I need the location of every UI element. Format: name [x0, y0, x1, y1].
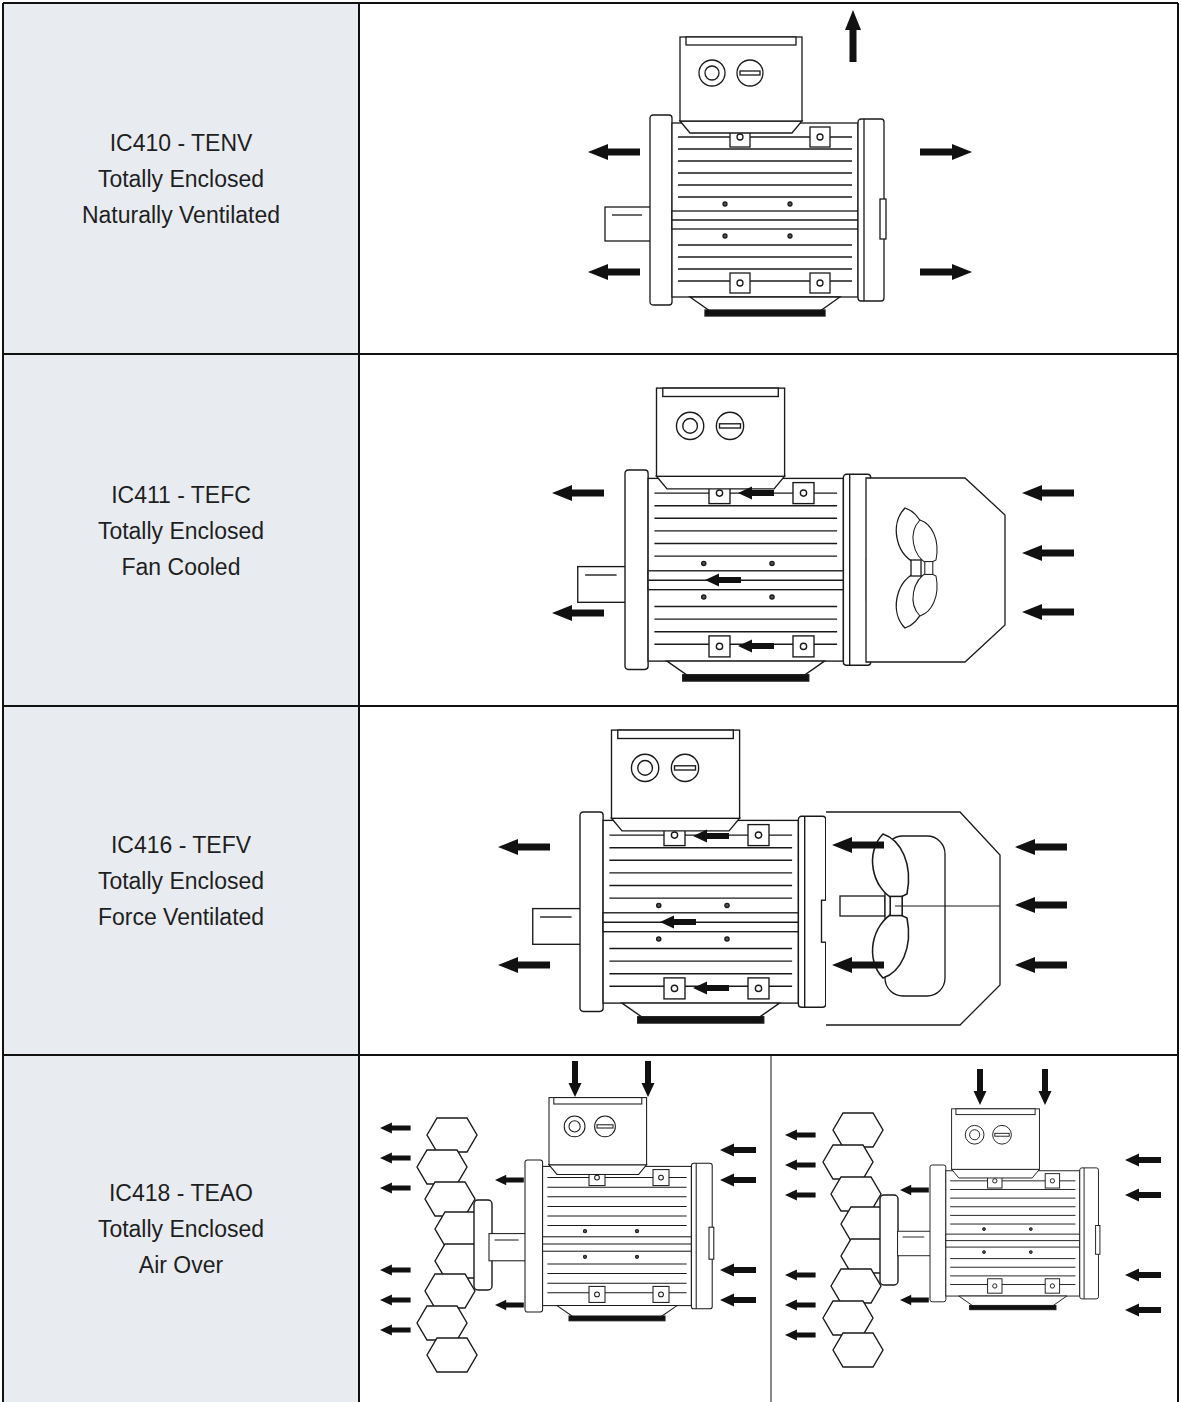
airflow-arrow [720, 1144, 756, 1157]
table-grid [3, 3, 1178, 1402]
table-cell-text: IC410 - TENV [110, 125, 253, 161]
airflow-arrow [900, 1295, 929, 1305]
airflow-arrow [1125, 1269, 1161, 1282]
airflow-arrow [552, 485, 604, 501]
shaft-extension [840, 896, 885, 916]
airflow-arrow [738, 487, 774, 500]
motor-drawing [578, 388, 873, 681]
airflow-arrow [495, 1300, 524, 1310]
table-cell-ground [3, 3, 359, 354]
airflow-arrow [1125, 1304, 1161, 1317]
table-cell-text: Force Ventilated [98, 899, 264, 935]
airflow-arrow [920, 264, 972, 280]
airflow-arrow [588, 144, 640, 160]
table-cell-text: Fan Cooled [122, 549, 241, 585]
table-cell-text: IC418 - TEAO [109, 1175, 253, 1211]
airflow-arrow [498, 839, 550, 855]
table-cell-text: Totally Enclosed [98, 513, 264, 549]
airflow-arrow [693, 982, 729, 995]
airflow-arrow [785, 1129, 816, 1140]
airflow-arrow [920, 144, 972, 160]
airflow-arrow [380, 1122, 411, 1133]
airflow-arrow [642, 1061, 655, 1097]
airflow-arrow [498, 957, 550, 973]
table-cell: IC411 - TEFCTotally EnclosedFan Cooled [4, 355, 358, 706]
table-cell-text: Totally Enclosed [98, 1211, 264, 1247]
airflow-arrow [1015, 897, 1067, 913]
airflow-arrow [380, 1182, 411, 1193]
airflow-arrow [832, 837, 884, 853]
airflow-arrow [1125, 1189, 1161, 1202]
table-cell-ground [3, 1055, 359, 1402]
motor-drawing [605, 37, 886, 316]
table-cell-text: Totally Enclosed [98, 863, 264, 899]
airflow-arrow [1125, 1154, 1161, 1167]
airflow-arrow [1015, 839, 1067, 855]
airflow-arrow [845, 10, 861, 62]
table-cell-text: IC416 - TEFV [111, 827, 251, 863]
airflow-arrow [1022, 545, 1074, 561]
airflow-arrow [720, 1174, 756, 1187]
airflow-arrow [660, 916, 696, 929]
airflow-arrow [380, 1294, 411, 1305]
airflow-arrow [720, 1264, 756, 1277]
motor-drawing [533, 730, 828, 1023]
airflow-arrow [785, 1269, 816, 1280]
table-cell-text: Naturally Ventilated [82, 197, 280, 233]
centre-line [895, 906, 1000, 907]
fan-blades [913, 520, 937, 616]
airflow-arrow [588, 264, 640, 280]
table-cell-ground [3, 354, 359, 706]
airflow-arrow [705, 574, 741, 587]
airflow-arrow [974, 1069, 987, 1105]
table-cell: IC410 - TENVTotally EnclosedNaturally Ve… [4, 4, 358, 354]
airflow-arrow [738, 640, 774, 653]
airflow-arrow [720, 1294, 756, 1307]
airflow-arrow [693, 830, 729, 843]
airflow-arrow [495, 1175, 524, 1185]
airflow-arrow [785, 1299, 816, 1310]
motor-drawing [489, 1098, 714, 1321]
airflow-arrow [832, 957, 884, 973]
table-cell-ground [3, 706, 359, 1055]
airflow-arrow [569, 1061, 582, 1097]
motor-drawing [898, 1109, 1100, 1310]
fan-cover [866, 478, 1005, 662]
airflow-arrow [1022, 485, 1074, 501]
airflow-arrow [785, 1159, 816, 1170]
airflow-arrow [552, 605, 604, 621]
table-cell-text: IC411 - TEFC [111, 477, 251, 513]
airflow-arrow [1039, 1069, 1052, 1105]
airflow-arrow [1022, 604, 1074, 620]
table-cell-text: Totally Enclosed [98, 161, 264, 197]
airflow-arrow [785, 1329, 816, 1340]
airflow-arrow [380, 1324, 411, 1335]
airflow-arrow [380, 1264, 411, 1275]
table-cell: IC416 - TEFVTotally EnclosedForce Ventil… [4, 707, 358, 1055]
fan-drawing [417, 1118, 492, 1372]
airflow-arrow [380, 1152, 411, 1163]
fan-housing [826, 812, 1000, 1025]
table-cell-text: Air Over [139, 1247, 223, 1283]
airflow-arrow [1015, 957, 1067, 973]
airflow-arrow [785, 1189, 816, 1200]
table-cell: IC418 - TEAOTotally EnclosedAir Over [4, 1056, 358, 1402]
airflow-arrow [900, 1185, 929, 1195]
fan-drawing [823, 1113, 898, 1367]
